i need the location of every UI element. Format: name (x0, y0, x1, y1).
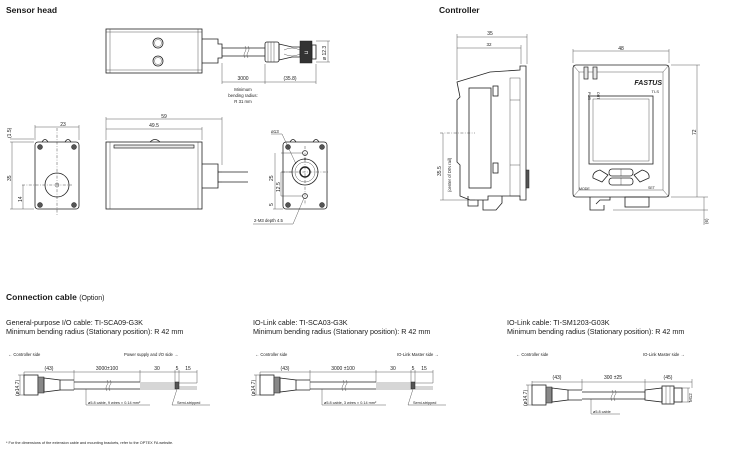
cable-1-right-side: Power supply and I/O side → (124, 352, 179, 357)
back-screw-label: 2-M3 depth 4.5 (254, 218, 284, 223)
cable1-dim-4: 5 (176, 366, 179, 372)
cable-3-header: IO-Link cable: TI-SM1203-G03K Minimum be… (507, 318, 684, 336)
footnote: * For the dimensions of the extension ca… (6, 441, 174, 445)
back-dia-label: ø13 (271, 129, 279, 134)
sensor-head-top-view: ⊐ ø 12.3 3000 (35.8) Minimum bending rad… (105, 28, 330, 104)
width-label: 48 (618, 46, 624, 52)
brand-logo: FASTUS (634, 80, 662, 87)
connection-cable-heading: Connection cable (Option) (6, 292, 105, 302)
mode-label: MODE (579, 187, 590, 191)
cable2-dim-1: (43) (281, 366, 290, 372)
cable-1-drawing (18, 370, 210, 406)
cable2-dim-2: 3000 ±100 (331, 366, 355, 372)
cable1-dia: (ø14.7) (15, 380, 21, 396)
cable-3-right-side: IO-Link Master side → (643, 352, 685, 357)
cable-3-drawing (526, 379, 693, 415)
mode-button (592, 169, 609, 183)
cable1-dim-1: (43) (45, 366, 54, 372)
cable3-dim-1: (43) (553, 375, 562, 381)
cable-1-left-side: ← Controller side (8, 352, 41, 357)
cable2-dim-3: 30 (390, 366, 396, 372)
cable-2-title: IO-Link cable: TI-SCA03-G3K (253, 318, 348, 327)
cable3-dia: (ø14.7) (523, 390, 529, 406)
bend-radius-line3: R 31 mm (234, 99, 252, 104)
cable-2-radius: Minimum bending radius (Stationary posit… (253, 327, 431, 336)
cable-2-left-side: ← Controller side (255, 352, 288, 357)
side-body (105, 141, 203, 210)
cable2-strip-note: Semi-stripped (413, 401, 436, 405)
back-edge-label: 5 (269, 203, 275, 206)
connection-cable-title: Connection cable (6, 292, 77, 302)
cable-1-header: General-purpose I/O cable: TI-SCA09-G3K … (6, 318, 183, 336)
cable2-dim-4: 5 (412, 366, 415, 372)
cable1-dim-3: 30 (154, 366, 160, 372)
depth-body-label: 32 (486, 42, 492, 47)
body-length-label: 49.5 (149, 123, 159, 129)
connector-body (278, 43, 301, 61)
back-body (282, 141, 328, 210)
controller-side-body (456, 65, 527, 201)
sensor-head-back-view: 25 12.5 5 ø13 2-M3 depth 4.5 (253, 129, 328, 225)
cable-3-radius: Minimum bending radius (Stationary posit… (507, 327, 685, 336)
connector-length-label: (35.8) (283, 76, 296, 82)
cable-2-drawing (254, 370, 446, 406)
cable1-note: ø5.8 cable, 9 wires × 0.14 mm² (88, 401, 141, 405)
svg-text:⊐: ⊐ (304, 50, 308, 56)
front-height-label: 35 (7, 175, 13, 181)
cable3-dim-3: (45) (664, 375, 673, 381)
din-center-note: (center of DIN rail) (447, 157, 452, 192)
set-label: SET (648, 186, 656, 190)
cable-1-radius: Minimum bending radius (Stationary posit… (6, 327, 184, 336)
option-note: (Option) (79, 295, 105, 302)
bend-radius-line2: bending radius: (228, 93, 257, 98)
controller-side-view: 35 32 35.5 (center of DIN rail) (437, 31, 530, 211)
front-width-label: 23 (60, 122, 66, 128)
cable3-note: ø5.8 cable (593, 410, 611, 414)
front-center-label: 14 (18, 196, 24, 202)
cable3-dim-2: 300 ±25 (604, 375, 622, 381)
cable-length-label: 3000 (237, 76, 248, 82)
display-screen (588, 95, 654, 165)
cable-gland (202, 38, 223, 64)
cable-3-left-side: ← Controller side (516, 352, 549, 357)
din-center-label: 35.5 (437, 166, 443, 176)
controller-front-body (572, 64, 670, 198)
connector-nut (264, 41, 280, 63)
cable-3-title: IO-Link cable: TI-SM1203-G03K (507, 318, 610, 327)
cable2-note: ø5.8 cable, 3 wires × 0.14 mm² (324, 401, 377, 405)
sensor-body-outline (105, 28, 203, 74)
controller-front-view: PWR OUT FASTUS TI-S MODE SET 48 72 (6) (572, 46, 709, 225)
cable2-dia: (ø14.7) (251, 380, 257, 396)
controller-heading: Controller (439, 5, 480, 15)
connector-dia-label: ø 12.3 (322, 46, 328, 60)
overall-length-label: 59 (161, 114, 167, 120)
cable3-thread: M12 (688, 393, 693, 402)
cable-1-title: General-purpose I/O cable: TI-SCA09-G3K (6, 318, 143, 327)
sensor-head-side-view: 59 49.5 (105, 114, 248, 210)
depth-total-label: 35 (487, 31, 493, 37)
cable2-dim-5: 15 (421, 366, 427, 372)
cable1-strip-note: Semi-stripped (177, 401, 200, 405)
lens-icon-2 (152, 55, 164, 67)
cable1-dim-5: 15 (185, 366, 191, 372)
back-half-pitch-label: 12.5 (276, 182, 282, 192)
back-pitch-label: 25 (269, 175, 275, 181)
break-mark (243, 45, 250, 59)
bottom-label: (6) (704, 218, 709, 224)
lens-icon-1 (152, 37, 164, 49)
sensor-head-heading: Sensor head (6, 5, 58, 15)
cable-2-right-side: IO-Link Master side → (397, 352, 439, 357)
cable-2-header: IO-Link cable: TI-SCA03-G3K Minimum bend… (253, 318, 430, 336)
front-offset-label: (1.5) (7, 127, 13, 138)
model-label: TI-S (651, 89, 659, 94)
bend-radius-line1: Minimum (234, 87, 252, 92)
cable1-dim-2: 3000±100 (96, 366, 118, 372)
height-label: 72 (692, 129, 698, 135)
sensor-head-front-view: 23 (1.5) 35 14 (7, 122, 80, 216)
set-button (633, 169, 650, 183)
